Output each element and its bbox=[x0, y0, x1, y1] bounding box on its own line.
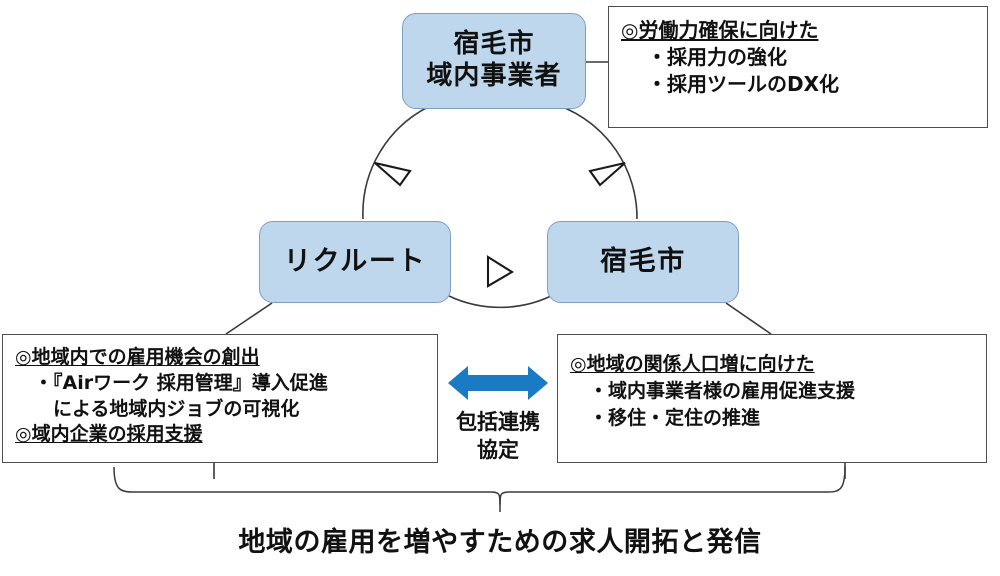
double-headed-arrow bbox=[448, 366, 548, 400]
cycle-arrowhead-left bbox=[374, 161, 412, 187]
cycle-ring bbox=[362, 105, 638, 309]
detail-box-recruit-offerings: ◎地域内での雇用機会の創出 ・『Airワーク 採用管理』導入促進 による地域内ジ… bbox=[2, 334, 438, 463]
cycle-arrowhead-bottom bbox=[486, 255, 515, 288]
node-top-line2: 域内事業者 bbox=[426, 61, 562, 91]
cycle-arrowheads bbox=[374, 161, 626, 288]
connector-left-to-detail bbox=[225, 302, 273, 335]
node-left-label: リクルート bbox=[283, 245, 427, 277]
detail-tr-item-1: ・採用ツールのDX化 bbox=[647, 72, 840, 97]
cycle-arc-top-to-left bbox=[362, 105, 431, 220]
detail-br-heading: ◎地域の関係人口増に向けた bbox=[570, 353, 815, 375]
agreement-label-line2: 協定 bbox=[477, 438, 519, 463]
detail-box-workforce: ◎労働力確保に向けた ・採用力の強化 ・採用ツールのDX化 bbox=[608, 6, 988, 128]
node-shukumo-local-businesses[interactable]: 宿毛市 域内事業者 bbox=[402, 13, 586, 109]
detail-bl-item-1: による地域内ジョブの可視化 bbox=[15, 397, 300, 420]
cycle-arrowhead-right bbox=[588, 161, 626, 187]
cycle-arc-right-to-top bbox=[559, 105, 638, 220]
detail-bl-heading: ◎地域内での雇用機会の創出 bbox=[15, 346, 260, 368]
agreement-label-line1: 包括連携 bbox=[456, 410, 540, 434]
detail-bl-item-0: ・『Airワーク 採用管理』導入促進 bbox=[15, 371, 328, 394]
node-right-label: 宿毛市 bbox=[600, 245, 686, 277]
detail-br-item-1: ・移住・定住の推進 bbox=[570, 406, 761, 429]
node-recruit[interactable]: リクルート bbox=[259, 221, 451, 303]
bottom-caption: 地域の雇用を増やすための求人開拓と発信 bbox=[238, 527, 762, 558]
node-shukumo-city[interactable]: 宿毛市 bbox=[547, 221, 739, 303]
detail-tr-item-0: ・採用力の強化 bbox=[647, 45, 787, 70]
node-top-line1: 宿毛市 bbox=[453, 29, 535, 60]
cycle-arc-left-to-right bbox=[448, 295, 552, 309]
detail-box-city-offerings: ◎地域の関係人口増に向けた ・域内事業者様の雇用促進支援 ・移住・定住の推進 bbox=[557, 334, 987, 463]
connector-right-to-detail bbox=[725, 302, 772, 335]
agreement-label: 包括連携 協定 bbox=[438, 408, 558, 465]
detail-tr-heading: ◎労働力確保に向けた bbox=[621, 18, 819, 42]
bottom-curly-brace bbox=[113, 466, 846, 512]
detail-br-item-0: ・域内事業者様の雇用促進支援 bbox=[570, 379, 856, 402]
detail-bl-heading-2: ◎域内企業の採用支援 bbox=[15, 423, 203, 446]
